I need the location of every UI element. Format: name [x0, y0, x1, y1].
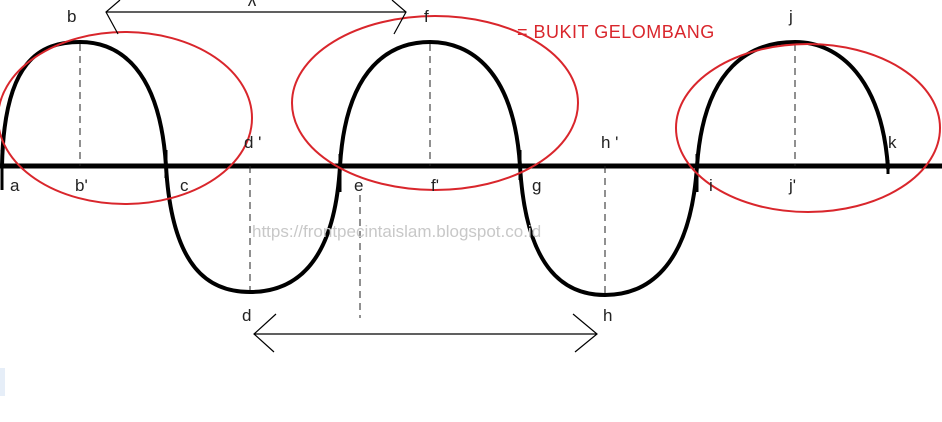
- label-a: a: [10, 176, 20, 195]
- label-j: j: [788, 7, 793, 26]
- label-i: i: [709, 176, 713, 195]
- bottom-wavelength-arrow: [253, 313, 598, 353]
- label-b: b: [67, 7, 76, 26]
- crest-ellipse-2: [291, 15, 579, 191]
- label-f: f: [424, 7, 429, 26]
- edge-strip: [0, 368, 5, 396]
- label-h-prime: h ': [601, 133, 618, 152]
- crest-ellipse-1: [0, 31, 253, 205]
- label-k: k: [888, 133, 897, 152]
- crest-ellipse-3: [675, 43, 941, 213]
- transverse-wave: [0, 39, 890, 298]
- label-f-prime: f': [431, 176, 439, 195]
- legend-bukit-gelombang: = BUKIT GELOMBANG: [517, 22, 715, 42]
- label-e: e: [354, 176, 363, 195]
- watermark-url: https://frontpecintaislam.blogspot.co.id: [252, 222, 541, 241]
- top-wavelength-arrow: [105, 0, 407, 35]
- label-b-prime: b': [75, 176, 88, 195]
- label-h: h: [603, 306, 612, 325]
- label-d: d: [242, 306, 251, 325]
- label-c: c: [180, 176, 189, 195]
- label-g: g: [532, 176, 541, 195]
- top-arrow-label: λ: [248, 0, 257, 10]
- label-j-prime: j': [788, 176, 796, 195]
- label-d-prime: d ': [244, 133, 261, 152]
